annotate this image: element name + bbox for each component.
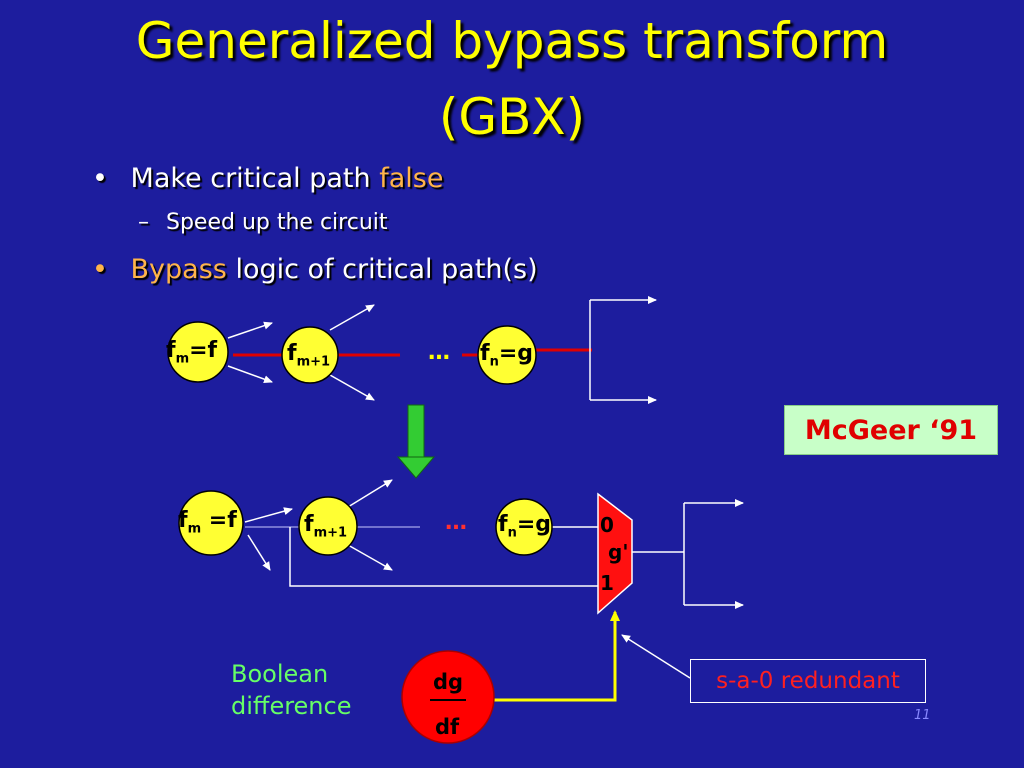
- slide-title-line2: (GBX): [438, 88, 586, 146]
- bottom-node2-label: fm+1: [304, 512, 348, 541]
- mux-input-0: 0: [600, 513, 614, 537]
- bottom-ellipsis: …: [445, 510, 467, 535]
- bullet-2-text: logic of critical path(s): [226, 254, 538, 285]
- bottom-diagram: [178, 479, 744, 744]
- top-node1-label: fm=f: [166, 338, 218, 367]
- slide-title-line1: Generalized bypass transform: [135, 12, 889, 70]
- mux-input-1: 1: [600, 571, 614, 595]
- redundant-pointer: [621, 634, 691, 679]
- select-wire: [494, 610, 620, 702]
- transform-arrow: [396, 404, 436, 479]
- bottom-node3-label: fn=g: [498, 512, 552, 541]
- diff-denominator: df: [435, 715, 460, 739]
- bullet-1-text: Make critical path: [130, 163, 380, 194]
- bullet-marker: •: [92, 254, 108, 285]
- sub-bullet-1: – Speed up the circuit: [138, 210, 388, 235]
- top-ellipsis: …: [428, 340, 450, 365]
- wire: [227, 365, 273, 384]
- boolean-line1: Boolean: [231, 660, 329, 688]
- page-number: 11: [914, 708, 931, 723]
- bullet-1-highlight: false: [379, 163, 444, 194]
- top-node3-label: fn=g: [480, 341, 534, 370]
- node-boolean-difference: [401, 650, 495, 744]
- node-fn: [495, 498, 553, 556]
- bullet-2-highlight: Bypass: [130, 254, 227, 285]
- wire: [329, 374, 375, 401]
- node-fn: [477, 325, 537, 385]
- bottom-node1-label: fm =f: [178, 508, 237, 537]
- wire: [247, 534, 271, 571]
- wire: [244, 507, 293, 523]
- boolean-line2: difference: [231, 692, 352, 720]
- wire: [227, 321, 273, 339]
- wire: [347, 544, 393, 571]
- citation-badge: McGeer ‘91: [784, 405, 998, 455]
- node-fm1: [298, 496, 358, 556]
- top-node2-label: fm+1: [287, 341, 331, 370]
- bullet-1: • Make critical path false: [92, 163, 443, 194]
- sub-bullet-1-text: Speed up the circuit: [166, 210, 388, 235]
- top-diagram: [167, 296, 657, 404]
- boolean-difference-label: Boolean difference: [231, 658, 351, 722]
- wire: [347, 479, 393, 508]
- bypass-wire: [289, 527, 598, 587]
- diff-numerator: dg: [433, 670, 464, 694]
- node-fm1: [281, 326, 339, 384]
- redundant-note: s-a-0 redundant: [690, 659, 926, 703]
- node-fm: [167, 321, 229, 383]
- sub-bullet-marker: –: [138, 210, 149, 235]
- node-fm: [178, 490, 244, 556]
- bullet-2: • Bypass logic of critical path(s): [92, 254, 538, 285]
- mux-output: g': [608, 540, 629, 564]
- mux: [597, 492, 633, 615]
- wire: [329, 304, 375, 331]
- bullet-marker: •: [92, 163, 108, 194]
